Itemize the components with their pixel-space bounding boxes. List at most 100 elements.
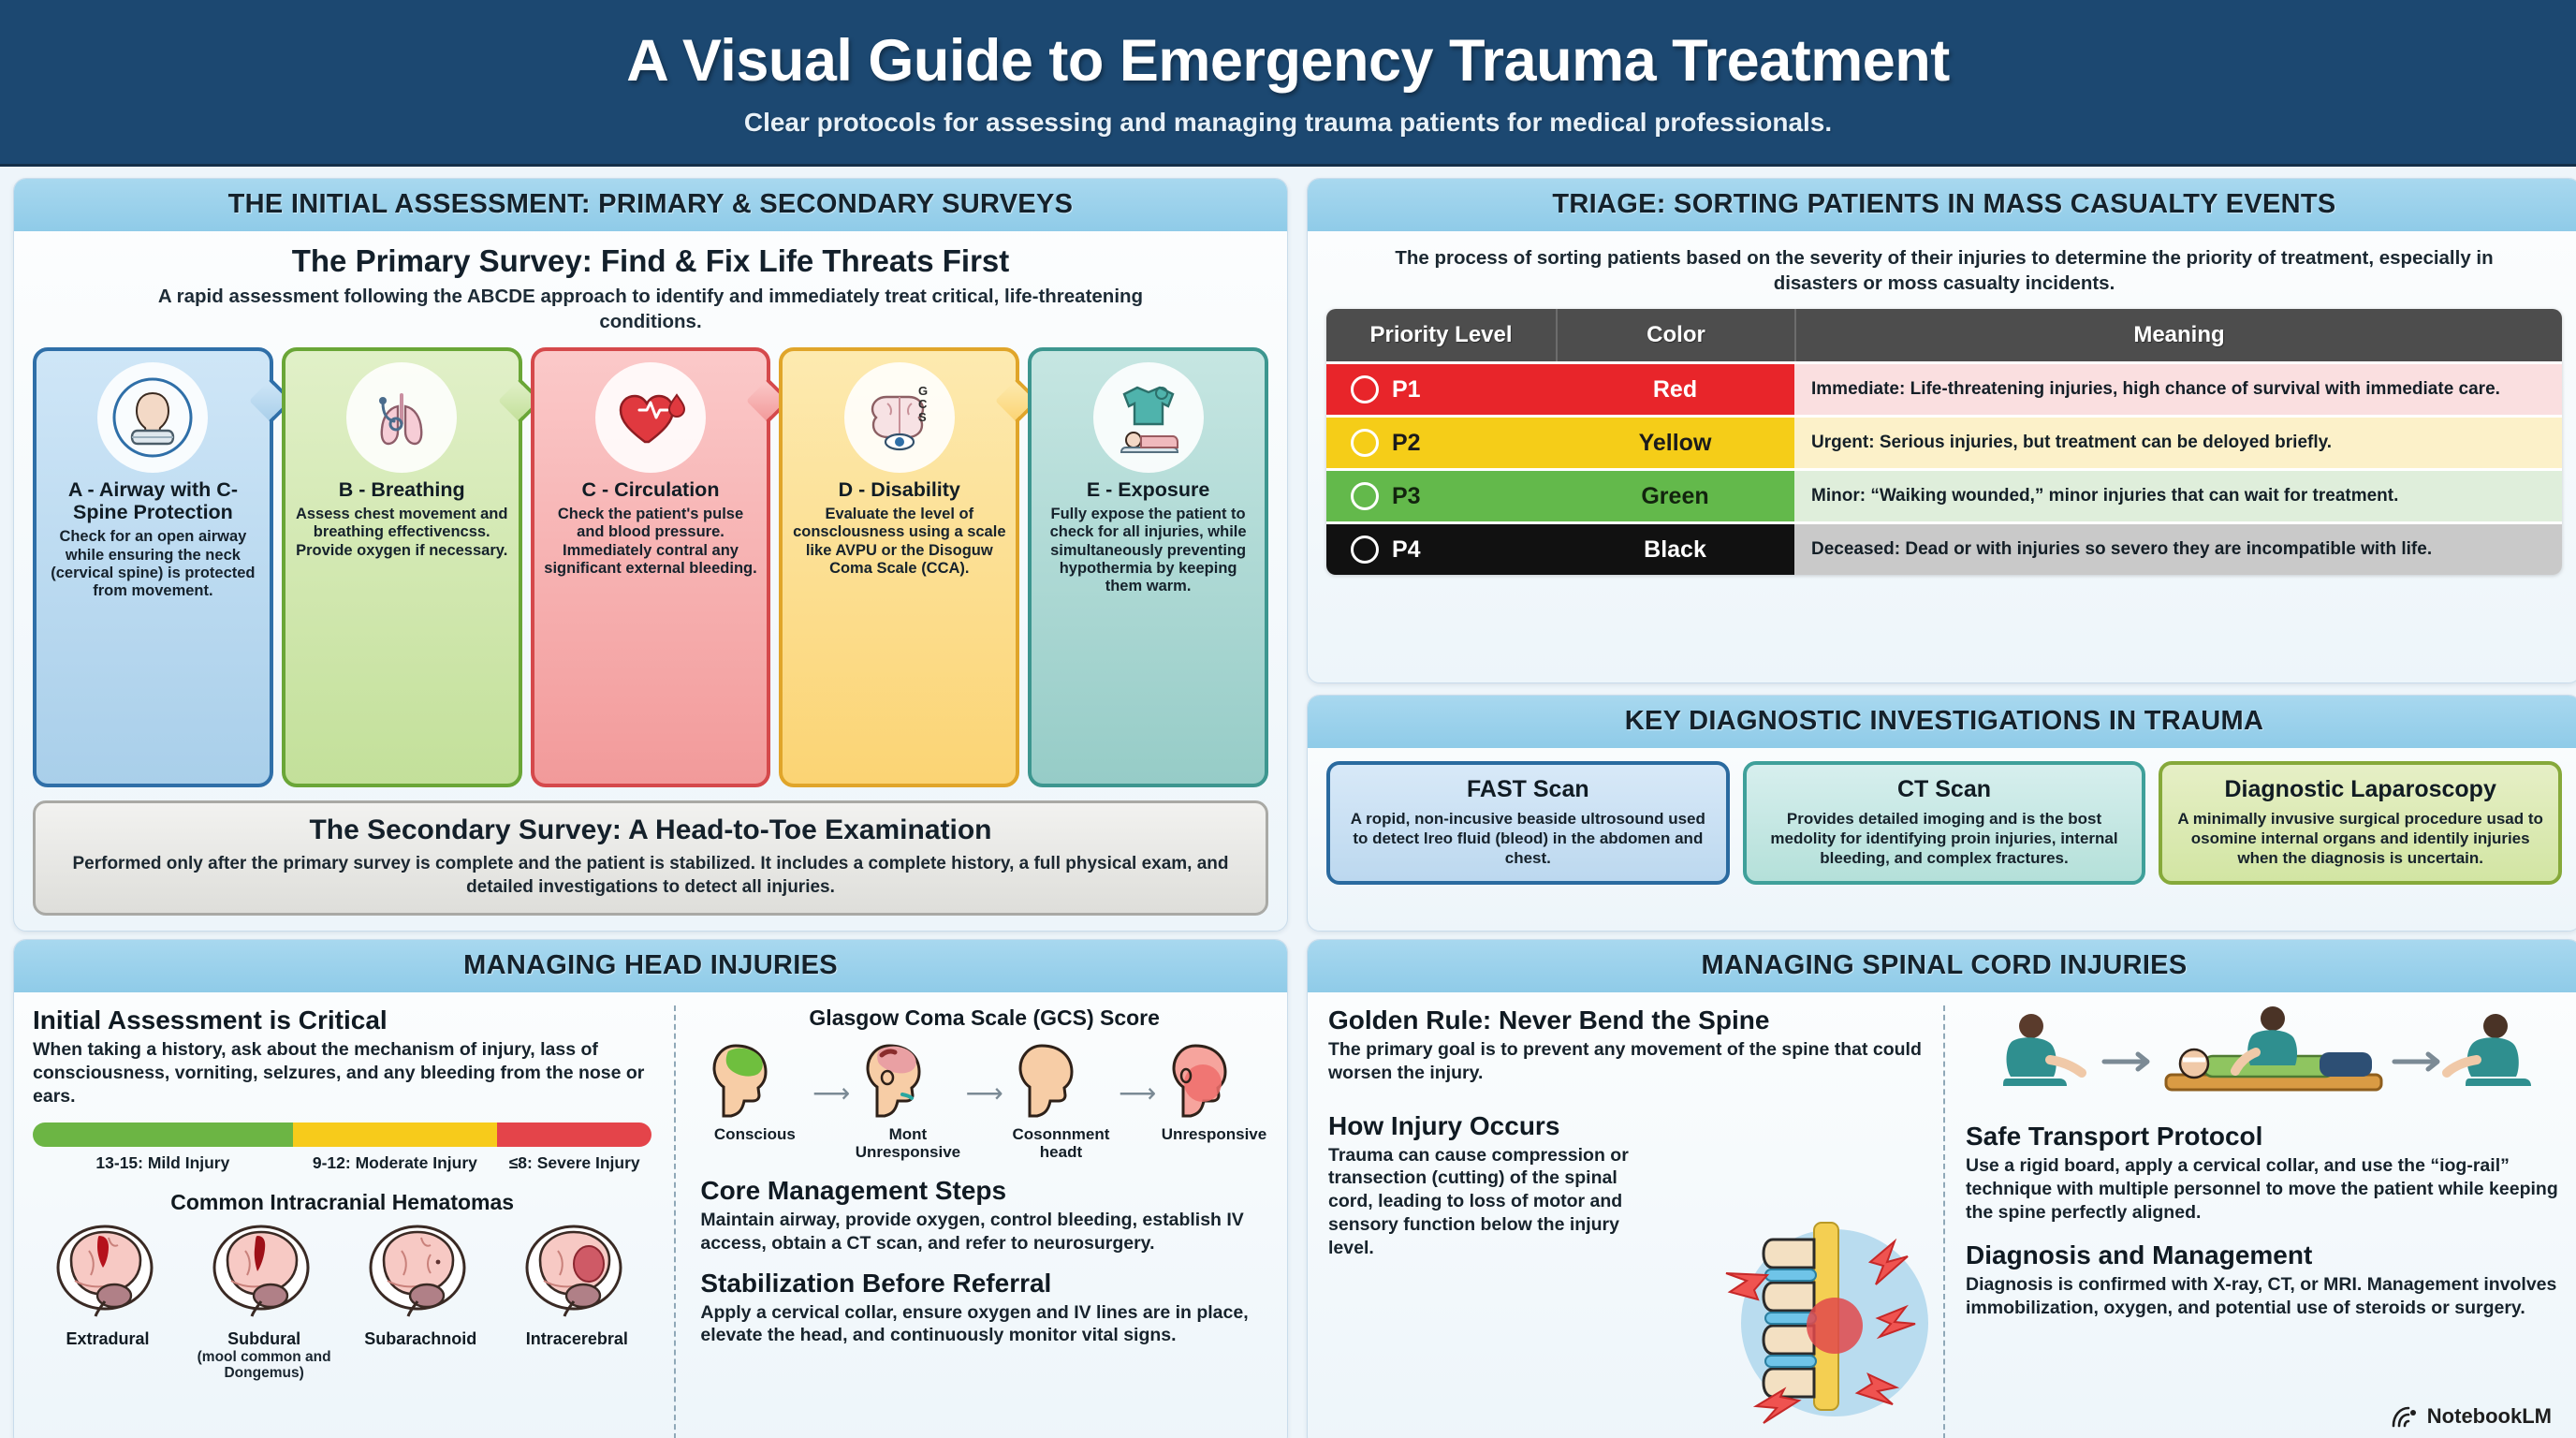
primary-survey-subtitle: A rapid assessment following the ABCDE a…	[157, 286, 1144, 332]
meaning-label: Minor:	[1811, 486, 1866, 506]
lungs-stethoscope-icon	[346, 362, 458, 474]
step-desc-e: Fully expose the patient to check for al…	[1049, 506, 1247, 594]
neck-collar-icon	[97, 362, 209, 474]
head-unresponsive-icon	[1172, 1044, 1227, 1118]
secondary-survey-box: The Secondary Survey: A Head-to-Toe Exam…	[33, 800, 1268, 916]
notebooklm-logo-icon	[2392, 1406, 2416, 1428]
gcs-stage-unresponsive[interactable]: Unresponsive	[1160, 1038, 1268, 1143]
arrow-right-icon: ⟶	[965, 1078, 1003, 1108]
step-desc-d: Evaluate the level of consclousness usin…	[793, 506, 1006, 577]
table-row[interactable]: P2 Yellow Urgent: Serious injuries, but …	[1326, 415, 2562, 469]
hematoma-name: Subdural	[227, 1329, 301, 1349]
right-column-bottom: MANAGING SPINAL CORD INJURIES Golden Rul…	[1307, 939, 2576, 1438]
column-divider	[674, 1005, 677, 1438]
brain-extradural-icon	[56, 1225, 154, 1317]
meaning-cell: Minor: “Waiking wounded,” minor injuries…	[1794, 471, 2562, 522]
hematoma-name: Subarachnoid	[364, 1329, 477, 1349]
hematoma-item-subdural[interactable]: Subdural (mool common and Dongemus)	[189, 1223, 339, 1381]
right-column-top: TRIAGE: SORTING PATIENTS IN MASS CASUALT…	[1307, 178, 2576, 932]
gcs-score-title: Glasgow Coma Scale (GCS) Score	[809, 1005, 1160, 1030]
svg-text:C: C	[918, 397, 928, 411]
head-injury-left-column: Initial Assessment is Critical When taki…	[33, 1005, 674, 1438]
panel-title-spinal-injuries: MANAGING SPINAL CORD INJURIES	[1308, 940, 2576, 992]
gcs-stage-cosonnment-headt[interactable]: Cosonnment headt	[1006, 1038, 1115, 1161]
diagnostic-card-laparoscopy[interactable]: Diagnostic Laparoscopy A minimally invus…	[2159, 761, 2563, 886]
spinal-right-column: Safe Transport Protocol Use a rigid boar…	[1945, 1005, 2560, 1438]
meaning-text: Life-threatening injuries, high chance o…	[1905, 379, 2500, 400]
priority-label: P2	[1392, 429, 1421, 456]
step-desc-a: Check for an open airway while ensuring …	[51, 528, 256, 599]
diagnostic-card-fast-scan[interactable]: FAST Scan A ropid, non-incusive beaside …	[1326, 761, 1730, 886]
diagnosis-management-heading: Diagnosis and Management	[1966, 1240, 2313, 1270]
page-title: A Visual Guide to Emergency Trauma Treat…	[626, 27, 1950, 94]
color-cell: Yellow	[1556, 418, 1794, 469]
priority-label: P3	[1392, 482, 1421, 509]
log-roll-transport-illustration	[1966, 1005, 2560, 1116]
step-title-e: E - Exposure	[1086, 478, 1210, 502]
priority-dot-icon	[1351, 536, 1379, 565]
color-cell: Black	[1556, 524, 1794, 576]
initial-assessment-heading: Initial Assessment is Critical	[33, 1005, 388, 1034]
panel-initial-assessment: THE INITIAL ASSESSMENT: PRIMARY & SECOND…	[13, 178, 1288, 932]
svg-text:S: S	[918, 410, 927, 424]
gcs-stage-conscious[interactable]: Conscious	[700, 1038, 809, 1143]
column-divider	[1943, 1005, 1945, 1438]
color-cell: Red	[1556, 364, 1794, 416]
diagnostic-cards: FAST Scan A ropid, non-incusive beaside …	[1326, 761, 2563, 886]
gcs-stage-mont-unresponsive[interactable]: Mont Unresponsive	[854, 1038, 962, 1161]
secondary-survey-title: The Secondary Survey: A Head-to-Toe Exam…	[309, 814, 992, 846]
hematoma-item-subarachnoid[interactable]: Subarachnoid	[345, 1223, 495, 1381]
stabilization-heading: Stabilization Before Referral	[700, 1268, 1052, 1298]
table-row[interactable]: P1 Red Immediate: Life-threatening injur…	[1326, 361, 2562, 416]
how-injury-text: Trauma can cause compression or transect…	[1328, 1144, 1629, 1258]
severity-segment-moderate	[292, 1123, 497, 1148]
abcde-step-c[interactable]: C - Circulation Check the patient's puls…	[530, 347, 771, 788]
diagnostic-card-ct-scan[interactable]: CT Scan Provides detailed imoging and is…	[1742, 761, 2146, 886]
table-row[interactable]: P4 Black Deceased: Dead or with injuries…	[1326, 521, 2562, 576]
triage-intro: The process of sorting patients based on…	[1395, 247, 2494, 294]
abcde-step-e[interactable]: E - Exposure Fully expose the patient to…	[1028, 347, 1268, 788]
golden-rule-heading: Golden Rule: Never Bend the Spine	[1328, 1005, 1770, 1034]
abcde-step-a[interactable]: A - Airway with C-Spine Protection Check…	[33, 347, 273, 788]
safe-transport-text: Use a rigid board, apply a cervical coll…	[1966, 1155, 2558, 1223]
meaning-label: Immediate:	[1811, 379, 1906, 400]
table-row[interactable]: P3 Green Minor: “Waiking wounded,” minor…	[1326, 468, 2562, 522]
how-injury-heading: How Injury Occurs	[1328, 1110, 1560, 1140]
panel-title-triage: TRIAGE: SORTING PATIENTS IN MASS CASUALT…	[1308, 179, 2576, 231]
priority-cell: P1	[1326, 364, 1556, 416]
hematoma-name: Intracerebral	[525, 1329, 628, 1349]
meaning-label: Urgent:	[1811, 433, 1875, 453]
abcde-step-d[interactable]: G C S D - Disability Evaluate the level …	[779, 347, 1020, 788]
brain-subarachnoid-icon	[369, 1225, 466, 1317]
hematoma-item-extradural[interactable]: Extradural	[33, 1223, 183, 1381]
diagnostic-desc: A ropid, non-incusive beaside ultrosound…	[1350, 810, 1705, 868]
priority-label: P4	[1392, 536, 1421, 563]
hematoma-name: Extradural	[66, 1329, 150, 1349]
brain-subdural-icon	[212, 1225, 310, 1317]
initial-assessment-text: When taking a history, ask about the mec…	[33, 1039, 645, 1107]
head-injury-right-column: Glasgow Coma Scale (GCS) Score Conscious	[676, 1005, 1268, 1438]
gcs-stage-label: Conscious	[713, 1125, 796, 1143]
priority-label: P1	[1392, 375, 1421, 403]
hematoma-item-intracerebral[interactable]: Intracerebral	[502, 1223, 651, 1381]
severity-label-moderate: 9-12: Moderate Injury	[312, 1153, 477, 1173]
primary-survey-title: The Primary Survey: Find & Fix Life Thre…	[291, 243, 1010, 278]
priority-cell: P3	[1326, 471, 1556, 522]
left-column-top: THE INITIAL ASSESSMENT: PRIMARY & SECOND…	[13, 178, 1288, 932]
page-header: A Visual Guide to Emergency Trauma Treat…	[0, 0, 2576, 167]
severity-segment-severe	[497, 1123, 652, 1148]
panel-grid: THE INITIAL ASSESSMENT: PRIMARY & SECOND…	[0, 167, 2576, 1438]
column-header-priority: Priority Level	[1326, 309, 1556, 362]
brain-intracerebral-icon	[525, 1225, 622, 1317]
head-cosonnment-icon	[1018, 1044, 1074, 1118]
abcde-step-b[interactable]: B - Breathing Assess chest movement and …	[281, 347, 522, 788]
panel-title-diagnostics: KEY DIAGNOSTIC INVESTIGATIONS IN TRAUMA	[1308, 696, 2576, 748]
priority-dot-icon	[1351, 375, 1379, 404]
hematoma-section-title: Common Intracranial Hematomas	[170, 1190, 515, 1215]
heart-blood-drop-icon	[594, 362, 706, 474]
abcde-steps: A - Airway with C-Spine Protection Check…	[33, 347, 1268, 788]
notebooklm-brand-label: NotebookLM	[2426, 1404, 2552, 1428]
gcs-progression: Conscious ⟶	[700, 1038, 1268, 1161]
safe-transport-heading: Safe Transport Protocol	[1966, 1122, 2263, 1151]
